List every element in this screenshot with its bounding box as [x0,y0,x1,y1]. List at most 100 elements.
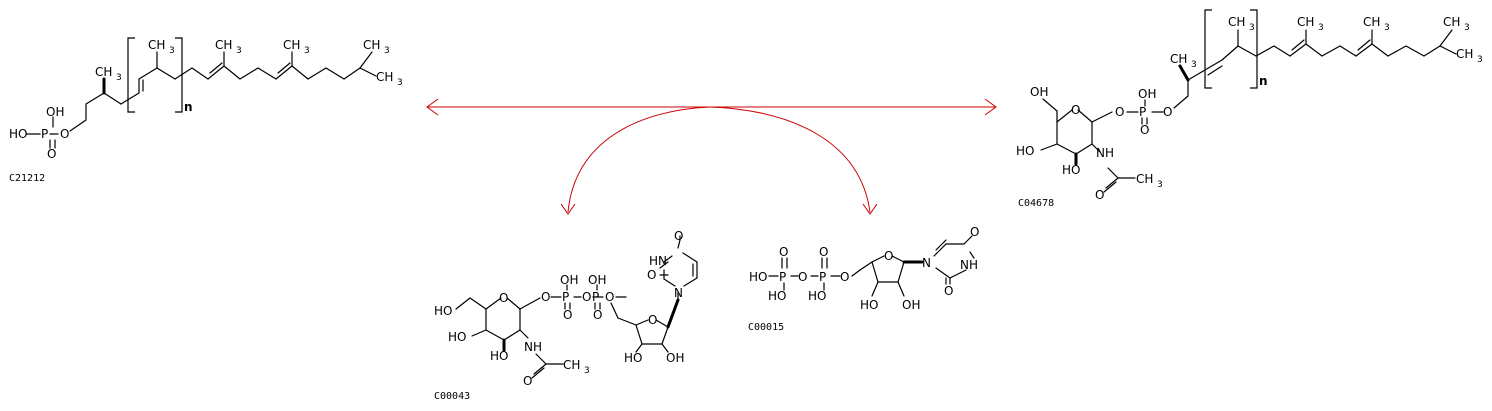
atom-label: O [1163,105,1172,119]
atom-label: O [647,268,656,282]
curved-arrow-left [567,106,711,213]
atom-label: HO [624,351,642,365]
atom-subscript: 3 [584,366,590,376]
atom-label: HO [860,298,878,312]
atom-label: O [582,290,591,304]
atom-label: P [819,270,826,284]
atom-label: O [563,308,572,322]
atom-label: O [1140,123,1149,137]
atom-label: N [922,256,931,270]
atom-subscript: 3 [1464,23,1470,33]
atom-label: HO [490,349,508,363]
atom-label: O [499,291,508,305]
atom-label: HO [768,289,786,303]
atom-label: OH [902,298,920,312]
atom-label: CH [1443,15,1460,29]
atom-label: NH [960,258,978,272]
atom-label: O [1115,105,1124,119]
curved-arrowhead-right [862,203,878,215]
atom-subscript: 3 [1157,180,1163,190]
atom-label: O [944,284,953,298]
repeat-unit-label: n [1259,74,1268,88]
atom-label: O [970,225,979,239]
atom-label: CH [1456,47,1473,61]
atom-subscript: 3 [169,46,175,56]
compound-id-c00043: C00043 [434,391,470,402]
atom-label: OH [1030,85,1048,99]
atom-label: O [840,270,849,284]
atom-label: OH [560,273,578,287]
atom-subscript: 3 [1318,23,1324,33]
atom-subscript: 3 [304,46,310,56]
atom-subscript: 3 [397,78,403,88]
arrowhead-left [426,98,439,116]
atom-label: O [884,249,893,263]
atom-label: CH [1228,15,1245,29]
atom-label: HO [1016,144,1034,158]
atom-label: OH [46,105,64,119]
atom-label: CH [363,38,380,52]
atom-label: P [592,290,599,304]
atom-label: O [1071,103,1080,117]
atom-label: O [523,374,532,388]
atom-label: CH [563,358,580,372]
molecule-c00015: HO P O HO O P O HO O O HO OH N O NH O C0… [748,225,979,333]
atom-label: P [779,270,786,284]
atom-label: CH [376,70,393,84]
atom-label: HO [808,289,826,303]
atom-label: CH [1297,15,1314,29]
atom-label: HO [9,127,27,141]
molecule-c21212: HO P OH O O CH 3 CH 3 CH 3 CH 3 CH 3 CH … [9,37,403,184]
atom-label: P [562,290,569,304]
atom-label: P [1139,105,1146,119]
atom-label: NH [1096,146,1114,160]
atom-label: O [60,127,69,141]
atom-label: CH [95,65,112,79]
atom-subscript: 3 [236,46,242,56]
atom-label: O [779,245,788,259]
atom-label: CH [1170,52,1187,66]
atom-label: CH [148,38,165,52]
atom-label: OH [1138,87,1156,101]
atom-label: N [674,286,683,300]
atom-label: O [648,313,657,327]
compound-id-c00015: C00015 [748,322,784,333]
molecule-c00043: HO O HO HO NH O CH 3 O P OH O O P OH O O… [434,229,698,402]
curved-arrow-right [709,106,871,213]
compound-id-c04678: C04678 [1018,198,1054,209]
atom-subscript: 3 [116,73,122,83]
atom-label: HO [434,304,452,318]
atom-label: O [593,308,602,322]
atom-label: O [541,290,550,304]
arrowhead-right [984,98,997,116]
atom-label: NH [524,340,542,354]
atom-subscript: 3 [1191,60,1197,70]
atom-subscript: 3 [1384,23,1390,33]
atom-label: O [674,229,683,243]
atom-label: O [798,270,807,284]
atom-label: OH [588,273,606,287]
reaction-arrows [426,98,997,215]
molecule-c04678: OH O HO HO NH O CH 3 O P OH O O CH 3 CH … [1016,9,1483,209]
compound-id-c21212: C21212 [9,173,45,184]
atom-label: O [47,147,56,161]
curved-arrowhead-left [560,203,576,215]
atom-label: O [819,245,828,259]
atom-label: CH [1363,15,1380,29]
atom-label: O [605,290,614,304]
atom-label: HO [749,270,767,284]
atom-label: HO [448,330,466,344]
atom-subscript: 3 [1249,23,1255,33]
atom-label: P [41,127,48,141]
atom-label: CH [1136,172,1153,186]
atom-label: CH [215,38,232,52]
atom-label: OH [666,351,684,365]
atom-label: HN [649,254,667,268]
atom-label: O [1095,188,1104,202]
repeat-unit-label: n [184,100,193,114]
atom-label: CH [283,38,300,52]
atom-label: HO [1062,163,1080,177]
atom-subscript: 3 [384,46,390,56]
